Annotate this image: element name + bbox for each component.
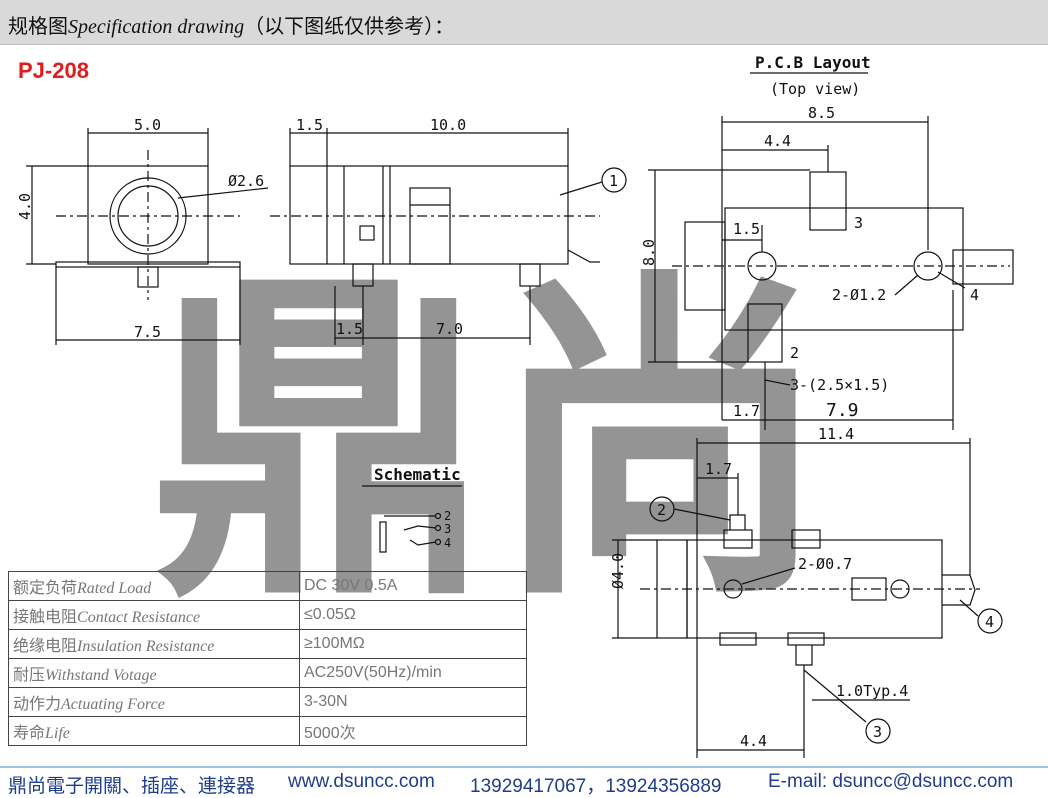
bottom-view: 11.4 1.7 Ø4.0 2-Ø0.7 1.0Typ.4 4.4 2 3 4	[609, 425, 1003, 758]
dim-side-b: 10.0	[430, 116, 466, 134]
spec-row: 接触电阻Contact Resistance≤0.05Ω	[8, 600, 527, 630]
dim-bottom-dia: Ø4.0	[609, 553, 627, 589]
dim-pcb-4-4: 4.4	[764, 132, 791, 150]
callout-1: 1	[609, 172, 618, 190]
header-bar: 规格图Specification drawing（以下图纸仅供参考）：	[0, 0, 1048, 45]
side-view: 1.5 10.0 1.5 7.0 1	[270, 116, 627, 345]
pcb-title: P.C.B Layout	[755, 53, 871, 72]
pcb-layout: P.C.B Layout (Top view) 8.5 4.4 1.5 8.0 …	[640, 53, 1014, 430]
dim-front-hole: Ø2.6	[228, 172, 264, 190]
spec-drawing-title: 规格图Specification drawing（以下图纸仅供参考）：	[8, 14, 455, 38]
dim-pcb-1-5: 1.5	[733, 220, 760, 238]
dim-side-d: 7.0	[436, 320, 463, 338]
dim-side-a: 1.5	[296, 116, 323, 134]
front-view: 5.0 4.0 Ø2.6 7.5	[16, 116, 269, 345]
bottom-hole-note: 2-Ø0.7	[798, 555, 852, 573]
pcb-pad-2: 2	[790, 344, 799, 362]
schematic-title: Schematic	[374, 465, 461, 484]
schematic-pin-2: 2	[444, 509, 451, 523]
dim-front-width: 5.0	[134, 116, 161, 134]
dim-bottom-1-7: 1.7	[705, 460, 732, 478]
spec-row: 绝缘电阻Insulation Resistance≥100MΩ	[8, 629, 527, 659]
dim-pcb-7-9: 7.9	[826, 400, 859, 421]
dim-pcb-8-0: 8.0	[640, 239, 658, 266]
pcb-pad-3: 3	[854, 214, 863, 232]
footer-company: 鼎尚電子開關、插座、連接器	[8, 776, 256, 797]
pcb-subtitle: (Top view)	[770, 80, 860, 98]
callout-2: 2	[657, 501, 666, 519]
footer-email[interactable]: E-mail: dsuncc@dsuncc.com	[768, 771, 1014, 792]
schematic: Schematic 2 3 4	[362, 465, 462, 553]
dim-bottom-4-4: 4.4	[740, 732, 767, 750]
dim-front-base: 7.5	[134, 323, 161, 341]
footer-website[interactable]: www.dsuncc.com	[288, 771, 435, 792]
dim-pcb-8-5: 8.5	[808, 104, 835, 122]
pcb-hole-note: 2-Ø1.2	[832, 286, 886, 304]
dim-pcb-1-7: 1.7	[733, 402, 760, 420]
pcb-pad-note: 3-(2.5×1.5)	[790, 376, 889, 394]
footer-bar: 鼎尚電子開關、插座、連接器 www.dsuncc.com 13929417067…	[0, 766, 1048, 798]
dim-front-height: 4.0	[16, 193, 34, 220]
bottom-pin-note: 1.0Typ.4	[836, 682, 908, 700]
schematic-pin-4: 4	[444, 536, 451, 550]
pcb-pad-4: 4	[970, 286, 979, 304]
callout-4: 4	[985, 613, 994, 631]
callout-3: 3	[873, 723, 882, 741]
dim-bottom-11-4: 11.4	[818, 425, 854, 443]
dim-side-c: 1.5	[336, 320, 363, 338]
schematic-pin-3: 3	[444, 522, 451, 536]
footer-phones: 13929417067，13924356889	[470, 776, 722, 797]
model-number: PJ-208	[18, 58, 89, 83]
